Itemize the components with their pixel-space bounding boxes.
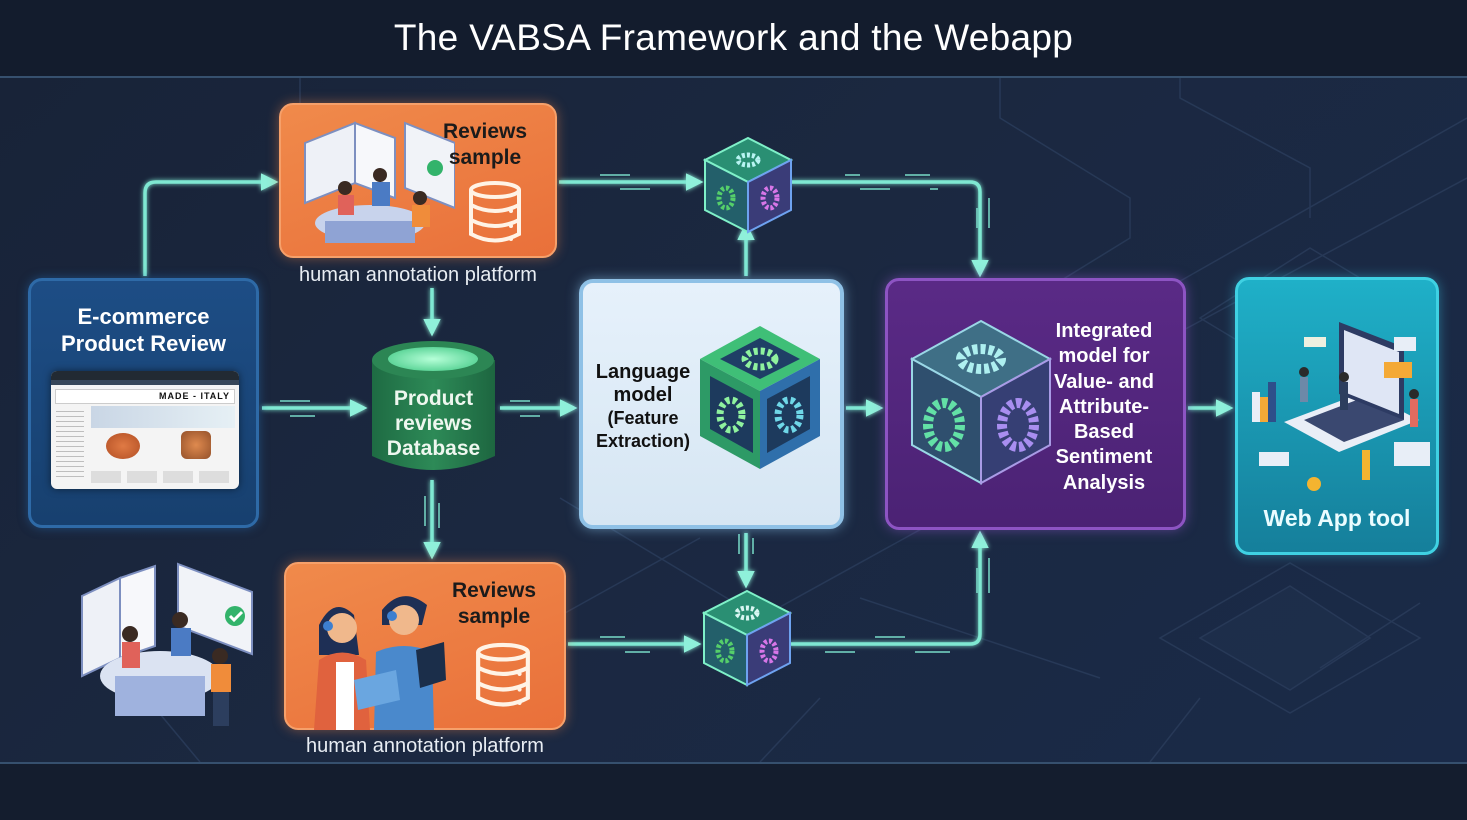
gear-cube-icon [909,319,1053,485]
integrated-line-2: model for [1058,345,1150,368]
integrated-model-label: Integrated model for Value- and Attribut… [1039,319,1169,496]
website-sidebar [56,411,84,481]
database-icon [469,181,521,243]
ecommerce-website-screenshot: MADE - ITALY [51,371,239,489]
reviews-sample-bottom-line2: sample [457,605,531,628]
annotators-illustration [314,596,446,730]
arrow-ecommerce-to-reviews-top [143,173,279,276]
ecommerce-product-review-node[interactable]: E-commerce Product Review MADE - ITALY [28,278,259,528]
annotation-team-illustration-bottom [81,562,253,726]
integrated-model-node[interactable]: Integrated model for Value- and Attribut… [885,278,1186,530]
integrated-line-6: Sentiment [1055,446,1153,469]
title-bar: The VABSA Framework and the Webapp [0,0,1467,78]
reviews-sample-top-line1: Reviews [442,120,528,143]
website-topbar [51,371,239,380]
annotation-team-illustration [304,121,455,243]
web-app-tool-node[interactable]: Web App tool [1235,277,1439,555]
footer-bar [0,762,1467,820]
language-model-line4: Extraction) [595,431,691,451]
website-navbar [51,380,239,385]
integrated-line-3: Value- and [1053,370,1155,393]
small-gear-cube-bottom [702,589,792,687]
database-cylinder [372,341,495,470]
website-product-row [91,471,235,483]
reviews-sample-bottom-caption: human annotation platform [306,735,544,757]
language-model-line1: Language [595,361,691,383]
page-title: The VABSA Framework and the Webapp [393,17,1074,58]
product-reviews-database-label: Product reviews Database [369,386,498,461]
language-model-node[interactable]: Language model (Feature Extraction) [579,279,844,529]
gear-cube-icon [700,326,820,469]
web-app-tool-label: Web App tool [1263,505,1411,531]
flow-arrows [143,173,1234,653]
arrow-cube-top-to-integrated [790,180,989,278]
reviews-sample-top-label: Reviews sample [435,119,535,171]
reviews-sample-top-node[interactable]: Reviews sample [279,103,557,258]
website-banner: MADE - ITALY [55,389,235,404]
small-gear-cube-top [703,136,793,234]
reviews-sample-top-line2: sample [448,146,522,169]
diagram-canvas: E-commerce Product Review MADE - ITALY [0,78,1467,762]
ecommerce-label-line2: Product Review [60,331,227,356]
integrated-line-7: Analysis [1062,471,1146,494]
product-reviews-database-node[interactable]: Product reviews Database [369,338,498,478]
website-hero-image [91,406,235,428]
reviews-sample-top-caption: human annotation platform [299,264,537,286]
reviews-sample-bottom-label: Reviews sample [444,578,544,630]
integrated-line-4: Attribute- [1059,395,1149,418]
language-model-label: Language model (Feature Extraction) [591,361,695,453]
dash-markings [280,174,990,653]
reviews-sample-bottom-node[interactable]: Reviews sample [284,562,566,730]
language-model-line2: model [613,384,673,406]
product-image-1 [106,433,140,459]
integrated-line-1: Integrated [1055,320,1153,342]
language-model-line3: (Feature [607,408,679,428]
database-label-line2: reviews [394,412,473,435]
arrow-cube-bottom-to-integrated [790,530,989,646]
database-icon [476,642,530,707]
reviews-sample-bottom-line1: Reviews [451,579,537,602]
database-label-line1: Product [393,387,474,410]
database-label-line3: Database [386,437,481,460]
ecommerce-label-line1: E-commerce [77,304,210,329]
ecommerce-label: E-commerce Product Review [31,303,256,357]
product-image-2 [181,431,211,459]
integrated-line-5: Based [1073,421,1135,444]
laptop-team-illustration [1252,322,1430,491]
